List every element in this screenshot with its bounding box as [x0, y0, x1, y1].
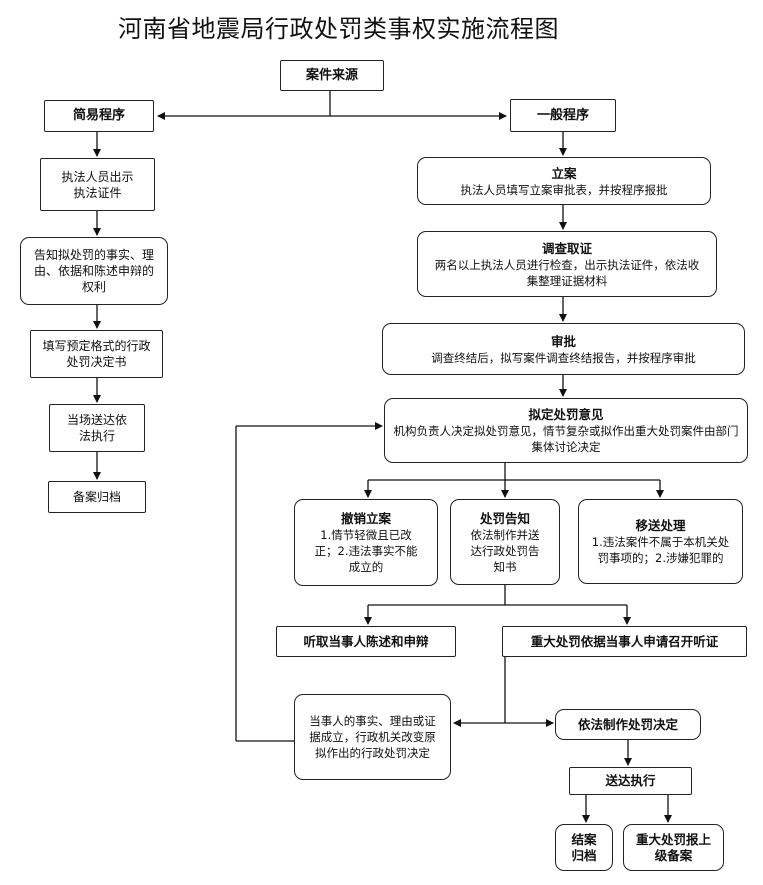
close-archive-box: 结案归档	[555, 824, 613, 871]
simple-step-fill-decision-label: 填写预定格式的行政处罚决定书	[42, 339, 151, 369]
change-decision-box: 当事人的事实、理由或证据成立，行政机关改变原拟作出的行政处罚决定	[294, 694, 451, 780]
case-source-box: 案件来源	[280, 60, 384, 91]
approve-title: 审批	[550, 333, 576, 349]
hear-statement-box: 听取当事人陈述和申辩	[276, 626, 456, 657]
close-archive-label: 结案归档	[571, 831, 597, 863]
general-procedure-box: 一般程序	[510, 99, 616, 132]
branch-cancel-case: 撤销立案 1.情节轻微且已改正；2.违法事实不能成立的	[294, 499, 438, 586]
simple-step-show-id-label: 执法人员出示执法证件	[61, 169, 134, 200]
simple-step-archive: 备案归档	[48, 481, 146, 513]
general-step-investigate: 调查取证 两名以上执法人员进行检查，出示执法证件，依法收集整理证据材料	[417, 231, 717, 297]
change-decision-label: 当事人的事实、理由或证据成立，行政机关改变原拟作出的行政处罚决定	[309, 714, 436, 760]
report-superior-label: 重大处罚报上级备案	[635, 831, 711, 863]
hearing-request-label: 重大处罚依据当事人申请召开听证	[530, 633, 719, 649]
approve-desc: 调查终结后，拟写案件调查终结报告，并按程序审批	[431, 350, 696, 365]
general-step-approve: 审批 调查终结后，拟写案件调查终结报告，并按程序审批	[382, 323, 745, 375]
investigate-desc: 两名以上执法人员进行检查，出示执法证件，依法收集整理证据材料	[434, 257, 700, 288]
transfer-title: 移送处理	[635, 518, 686, 533]
case-source-label: 案件来源	[305, 67, 358, 83]
serve-execute-box: 送达执行	[569, 767, 692, 795]
make-decision-box: 依法制作处罚决定	[555, 709, 701, 740]
general-step-draft-opinion: 拟定处罚意见 机构负责人决定拟处罚意见，情节复杂或拟作出重大处罚案件由部门集体讨…	[384, 398, 748, 463]
transfer-desc: 1.违法案件不属于本机关处罚事项的；2.涉嫌犯罪的	[591, 535, 730, 565]
general-procedure-label: 一般程序	[536, 107, 589, 123]
branch-penalty-notice: 处罚告知 依法制作并送达行政处罚告知书	[450, 499, 560, 585]
simple-step-notify: 告知拟处罚的事实、理由、依据和陈述申辩的权利	[20, 237, 168, 305]
simple-procedure-box: 简易程序	[44, 100, 154, 132]
penalty-notice-desc: 依法制作并送达行政处罚告知书	[470, 527, 540, 574]
simple-step-deliver-label: 当场送达依法执行	[67, 413, 128, 443]
simple-procedure-label: 简易程序	[72, 108, 125, 123]
make-decision-label: 依法制作处罚决定	[577, 716, 678, 732]
report-superior-box: 重大处罚报上级备案	[623, 824, 724, 871]
draft-opinion-desc: 机构负责人决定拟处罚意见，情节复杂或拟作出重大处罚案件由部门集体讨论决定	[393, 424, 739, 454]
simple-step-deliver: 当场送达依法执行	[49, 404, 145, 452]
draft-opinion-title: 拟定处罚意见	[528, 407, 604, 422]
penalty-notice-title: 处罚告知	[479, 510, 530, 526]
hearing-request-box: 重大处罚依据当事人申请召开听证	[502, 626, 747, 657]
hear-statement-label: 听取当事人陈述和申辩	[303, 633, 429, 649]
simple-step-fill-decision: 填写预定格式的行政处罚决定书	[30, 330, 163, 378]
simple-step-archive-label: 备案归档	[72, 490, 121, 504]
file-case-desc: 执法人员填写立案审批表，并按程序报批	[460, 182, 668, 197]
cancel-case-title: 撤销立案	[340, 511, 391, 526]
general-step-file-case: 立案 执法人员填写立案审批表，并按程序报批	[417, 157, 711, 205]
serve-execute-label: 送达执行	[605, 773, 656, 788]
file-case-title: 立案	[551, 165, 577, 181]
investigate-title: 调查取证	[541, 240, 592, 256]
page-title: 河南省地震局行政处罚类事权实施流程图	[118, 15, 559, 43]
branch-transfer: 移送处理 1.违法案件不属于本机关处罚事项的；2.涉嫌犯罪的	[578, 499, 743, 584]
simple-step-show-id: 执法人员出示执法证件	[40, 158, 155, 211]
simple-step-notify-label: 告知拟处罚的事实、理由、依据和陈述申辩的权利	[33, 248, 154, 294]
cancel-case-desc: 1.情节轻微且已改正；2.违法事实不能成立的	[314, 528, 418, 574]
